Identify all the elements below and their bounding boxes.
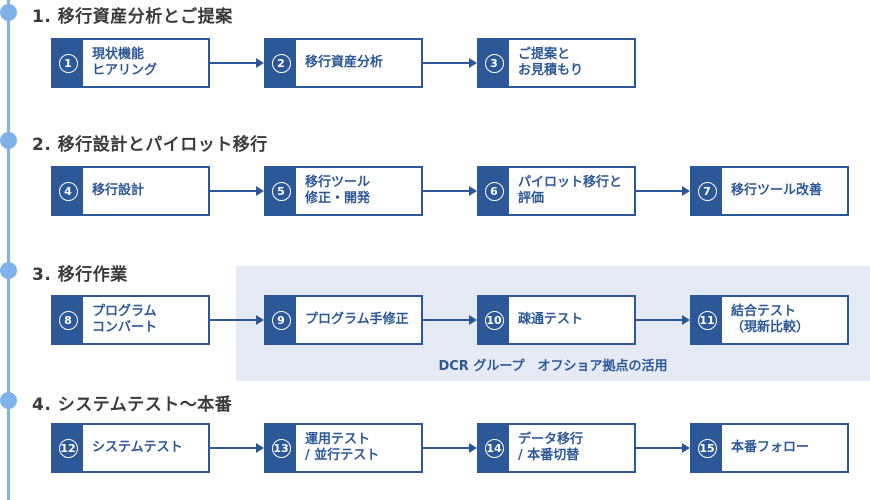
step-number: 15 (697, 438, 717, 458)
step-number: 5 (271, 181, 291, 201)
step-number: 14 (484, 438, 504, 458)
step-box-14: 14 データ移行 / 本番切替 (477, 423, 636, 473)
step-box-13: 13 運用テスト / 並行テスト (264, 423, 423, 473)
offshore-caption: DCR グループ オフショア拠点の活用 (438, 359, 668, 374)
step-number-badge: 13 (266, 425, 296, 471)
step-label: 移行ツール改善 (731, 183, 823, 198)
step-number-badge: 15 (692, 425, 722, 471)
step-number: 4 (58, 181, 78, 201)
step-label: 移行資産分析 (305, 55, 384, 70)
step-number-badge: 3 (479, 40, 509, 86)
step-number: 8 (58, 310, 78, 330)
step-number: 12 (58, 438, 78, 458)
step-box-7: 7 移行ツール改善 (690, 166, 849, 216)
step-number-badge: 7 (692, 168, 722, 214)
step-label: 現状機能 ヒアリング (92, 47, 158, 78)
step-box-6: 6 パイロット移行と 評価 (477, 166, 636, 216)
step-number: 9 (271, 310, 291, 330)
step-label: 移行設計 (92, 183, 145, 198)
phase-4-dot (0, 392, 17, 409)
step-number: 2 (271, 53, 291, 73)
step-box-3: 3 ご提案と お見積もり (477, 38, 636, 88)
step-box-1: 1 現状機能 ヒアリング (51, 38, 210, 88)
step-box-8: 8 プログラム コンバート (51, 295, 210, 345)
step-label: 疎通テスト (518, 312, 584, 327)
step-number-badge: 10 (479, 297, 509, 343)
step-box-11: 11 結合テスト （現新比較） (690, 295, 849, 345)
step-box-2: 2 移行資産分析 (264, 38, 423, 88)
step-number: 3 (484, 53, 504, 73)
phase-2-dot (0, 132, 17, 149)
step-label: 移行ツール 修正・開発 (305, 175, 371, 206)
step-number-badge: 5 (266, 168, 296, 214)
step-label: プログラム手修正 (305, 312, 409, 327)
step-box-4: 4 移行設計 (51, 166, 210, 216)
phase-4-title: 4. システムテスト〜本番 (32, 395, 233, 415)
step-number: 1 (58, 53, 78, 73)
phase-2-title: 2. 移行設計とパイロット移行 (32, 135, 268, 155)
step-number-badge: 9 (266, 297, 296, 343)
phase-1-dot (0, 4, 17, 21)
step-number: 11 (697, 310, 717, 330)
step-label: 本番フォロー (731, 440, 810, 455)
step-box-15: 15 本番フォロー (690, 423, 849, 473)
step-number-badge: 11 (692, 297, 722, 343)
flow-arrow (636, 186, 690, 196)
step-label: 結合テスト （現新比較） (731, 304, 810, 335)
step-number: 13 (271, 438, 291, 458)
flow-arrow (210, 58, 264, 68)
flow-arrow (210, 443, 264, 453)
step-number: 7 (697, 181, 717, 201)
phase-3-dot (0, 262, 17, 279)
step-label: パイロット移行と 評価 (518, 175, 623, 206)
step-number-badge: 8 (53, 297, 83, 343)
phase-3-title: 3. 移行作業 (32, 265, 128, 285)
flow-arrow (210, 315, 264, 325)
step-label: プログラム コンバート (92, 304, 158, 335)
step-number-badge: 1 (53, 40, 83, 86)
step-label: システムテスト (92, 440, 183, 455)
flow-arrow (423, 443, 477, 453)
step-label: ご提案と お見積もり (518, 47, 584, 78)
step-number-badge: 6 (479, 168, 509, 214)
step-box-12: 12 システムテスト (51, 423, 210, 473)
flow-arrow (210, 186, 264, 196)
flow-arrow (423, 58, 477, 68)
step-number-badge: 12 (53, 425, 83, 471)
step-number: 10 (484, 310, 504, 330)
flow-arrow (636, 315, 690, 325)
timeline-line (7, 0, 10, 500)
step-label: 運用テスト / 並行テスト (305, 432, 380, 463)
step-number-badge: 14 (479, 425, 509, 471)
flow-arrow (636, 443, 690, 453)
flow-arrow (423, 315, 477, 325)
flow-arrow (423, 186, 477, 196)
step-number-badge: 2 (266, 40, 296, 86)
phase-1-title: 1. 移行資産分析とご提案 (32, 7, 233, 27)
step-number-badge: 4 (53, 168, 83, 214)
step-box-10: 10 疎通テスト (477, 295, 636, 345)
step-box-5: 5 移行ツール 修正・開発 (264, 166, 423, 216)
step-label: データ移行 / 本番切替 (518, 432, 584, 463)
step-number: 6 (484, 181, 504, 201)
step-box-9: 9 プログラム手修正 (264, 295, 423, 345)
